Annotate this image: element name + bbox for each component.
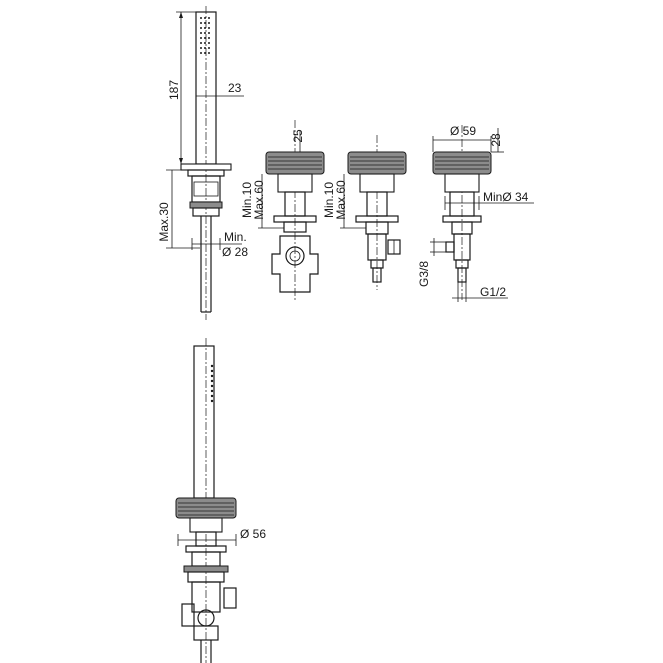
dim-25: 25: [291, 129, 305, 143]
side-spray-holes: [210, 364, 214, 403]
dim-max-30: Max.30: [157, 202, 171, 242]
dim-28: 28: [489, 133, 503, 147]
dim-56: Ø 56: [240, 527, 266, 541]
spray-holes: [200, 17, 210, 54]
dim-max-60-a: Max.60: [252, 180, 266, 220]
dim-59: Ø 59: [450, 124, 476, 138]
dim-g12: G1/2: [480, 285, 506, 299]
dim-min-10-a: Min.10: [240, 182, 254, 218]
hand-shower-top-view: 187 23 Max.30 Min. Ø 28: [157, 6, 248, 320]
dim-23: 23: [228, 81, 242, 95]
dim-187: 187: [167, 80, 181, 100]
dim-min-label: Min.: [224, 230, 247, 244]
dim-g38: G3/8: [417, 261, 431, 287]
dim-max-60-b: Max.60: [334, 180, 348, 220]
mixing-valve-left: 25 Min.10 Max.60: [240, 120, 325, 300]
diverter-valve: Ø 59 28 MinØ 34 G3/8 G1/2: [417, 124, 534, 302]
dim-min-10-b: Min.10: [322, 182, 336, 218]
hand-shower-assembly: Ø 56: [175, 338, 266, 663]
mixing-valve-middle: Min.10 Max.60: [322, 135, 407, 290]
dim-min-28: Ø 28: [222, 245, 248, 259]
dim-min-34: MinØ 34: [483, 190, 529, 204]
